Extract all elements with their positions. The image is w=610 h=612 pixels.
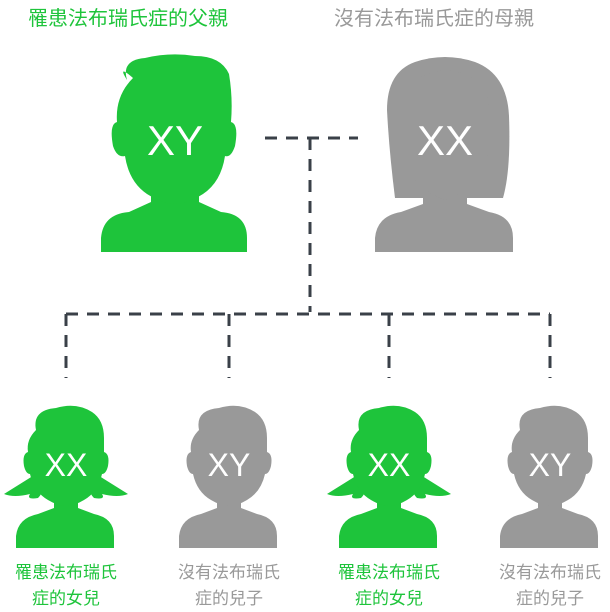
child-4-chromosomes: XY [529, 447, 572, 483]
father-head [111, 54, 237, 205]
father-body [101, 190, 247, 252]
child-2-chromosomes: XY [208, 447, 251, 483]
father-figure: XY [101, 54, 247, 252]
child-2-label: 沒有法布瑞氏 症的兒子 [154, 560, 304, 612]
child-3-head [346, 405, 432, 506]
child-2-label-line-1: 沒有法布瑞氏 [178, 563, 280, 583]
mother-head [403, 70, 489, 200]
child-4-label: 沒有法布瑞氏 症的兒子 [475, 560, 610, 612]
child-4-figure: XY [500, 405, 598, 548]
child-2-figure: XY [179, 405, 277, 548]
pedigree-connectors [64, 136, 552, 378]
child-4-head [507, 405, 593, 506]
child-1-body [16, 496, 114, 548]
mother-chromosomes: XX [417, 117, 473, 164]
child-1-label-line-1: 罹患法布瑞氏 [15, 563, 117, 583]
child-3-figure: XX [327, 405, 451, 548]
child-3-label: 罹患法布瑞氏 症的女兒 [314, 560, 464, 612]
child-3-label-line-1: 罹患法布瑞氏 [338, 563, 440, 583]
child-2-head [186, 405, 272, 506]
child-3-chromosomes: XX [368, 447, 411, 483]
child-4-label-line-1: 沒有法布瑞氏 [499, 563, 601, 583]
child-1-label-line-2: 症的女兒 [32, 589, 100, 609]
child-3-body [339, 496, 437, 548]
child-1-chromosomes: XX [45, 447, 88, 483]
father-title: 罹患法布瑞氏症的父親 [28, 6, 228, 30]
children: XX XY XX XY [4, 405, 598, 548]
child-3-label-line-2: 症的女兒 [355, 589, 423, 609]
mother-title: 沒有法布瑞氏症的母親 [334, 6, 534, 30]
child-2-label-line-2: 症的兒子 [195, 589, 263, 609]
mother-body [375, 190, 513, 252]
father-chromosomes: XY [147, 117, 203, 164]
child-2-body [179, 496, 277, 548]
child-1-head [23, 405, 109, 506]
child-4-label-line-2: 症的兒子 [516, 589, 584, 609]
child-1-label: 罹患法布瑞氏 症的女兒 [0, 560, 141, 612]
mother-figure: XX [375, 57, 513, 252]
child-4-body [500, 496, 598, 548]
child-1-figure: XX [4, 405, 128, 548]
